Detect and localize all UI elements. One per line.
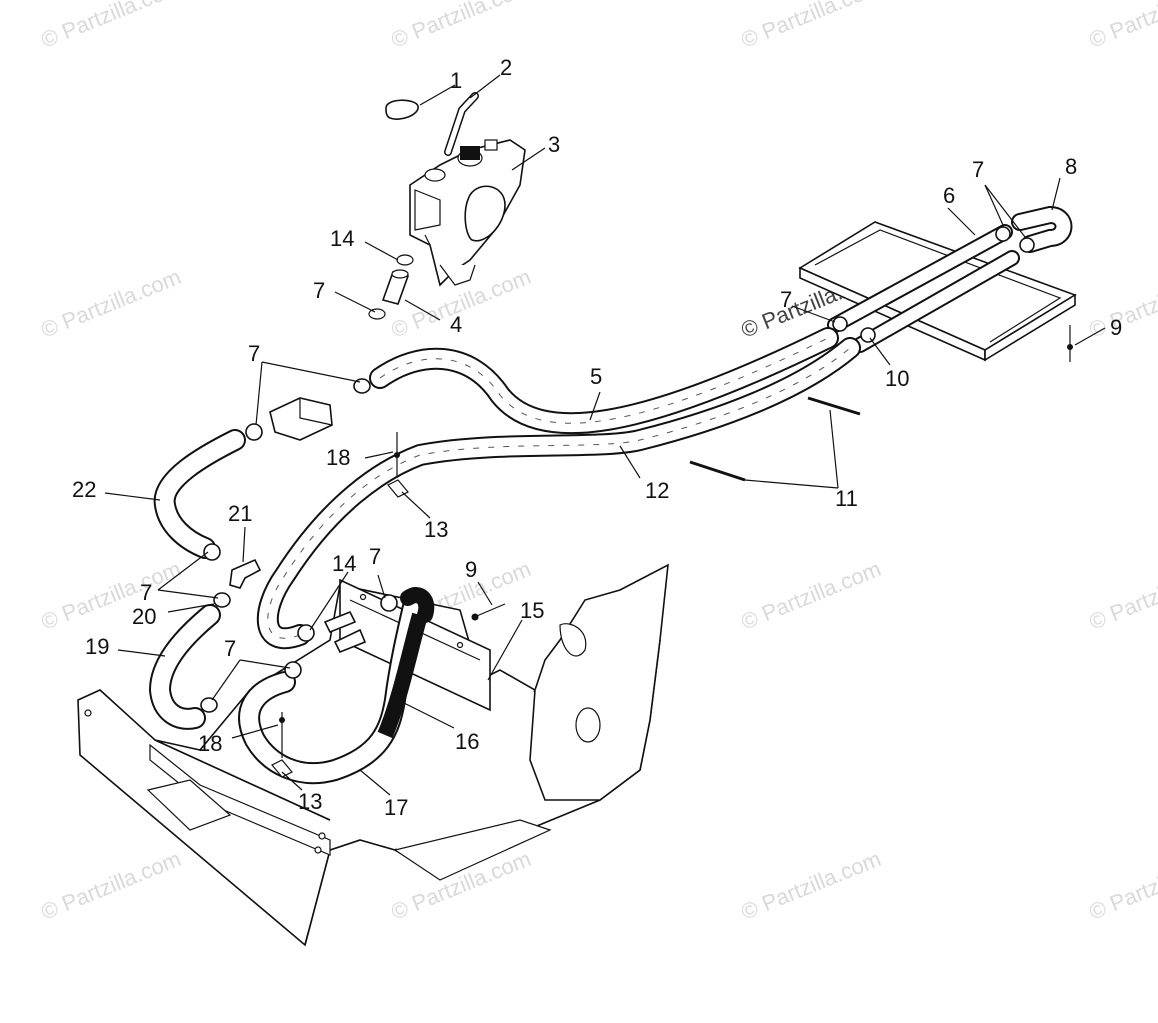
watermark: © Partzilla.com: [738, 846, 885, 925]
hose-u-bend: [1011, 205, 1073, 253]
callout-label: 5: [590, 364, 602, 389]
callout-label: 18: [198, 731, 222, 756]
reservoir-cap: [385, 99, 419, 120]
callout-label: 17: [384, 795, 408, 820]
hose-clamps: [200, 226, 1035, 713]
watermark: © Partzilla.com: [38, 556, 185, 635]
watermark: © Partzilla.com: [738, 0, 885, 53]
callout-label: 10: [885, 366, 909, 391]
callouts: 1 2 3 14 7 4 6 7 8 7 9 10 5 7 18 12 11 2…: [72, 55, 1122, 820]
leader-lines: [104, 74, 1106, 796]
callout-label: 20: [132, 604, 156, 629]
watermark: © Partzilla.com: [38, 264, 185, 343]
callout-label: 6: [943, 183, 955, 208]
callout-label: 2: [500, 55, 512, 80]
callout-label: 18: [326, 445, 350, 470]
callout-label: 7: [313, 278, 325, 303]
callout-label: 8: [1065, 154, 1077, 179]
callout-label: 9: [1110, 315, 1122, 340]
callout-label: 22: [72, 477, 96, 502]
callout-label: 11: [835, 486, 858, 511]
callout-label: 21: [228, 501, 252, 526]
callout-label: 7: [224, 636, 236, 661]
watermark: © Partzilla.com: [38, 846, 185, 925]
watermark: © Partzilla.com: [1086, 556, 1158, 635]
callout-label: 15: [520, 598, 544, 623]
callout-label: 7: [369, 544, 381, 569]
hose-5: [369, 327, 839, 435]
watermark: © Partzilla.com: [738, 556, 885, 635]
hose-22: [153, 429, 246, 559]
callout-label: 12: [645, 478, 669, 503]
callout-label: 13: [424, 517, 448, 542]
hose-12: [256, 337, 861, 650]
callout-label: 14: [332, 551, 356, 576]
short-hose: [368, 254, 414, 320]
watermark: © Partzilla.com: [1086, 0, 1158, 53]
callout-label: 7: [140, 580, 152, 605]
thermostat-housing: [269, 397, 333, 441]
callout-label: 3: [548, 132, 560, 157]
tee-fitting: [229, 558, 262, 589]
callout-label: 7: [248, 341, 260, 366]
radiator-fittings: [323, 610, 367, 654]
callout-label: 4: [450, 312, 462, 337]
callout-label: 14: [330, 226, 354, 251]
callout-label: 7: [972, 157, 984, 182]
callout-label: 1: [450, 68, 462, 93]
watermark: © Partzilla.com: [38, 0, 185, 53]
hose-17: [238, 587, 435, 785]
watermark: © Partzilla.com: [388, 0, 535, 53]
callout-label: 9: [465, 557, 477, 582]
coolant-reservoir: [409, 139, 526, 287]
callout-label: 16: [455, 729, 479, 754]
callout-label: 13: [298, 789, 322, 814]
hose-19: [148, 604, 221, 730]
heat-exchanger: [798, 221, 1077, 362]
tubes: [827, 224, 1020, 353]
watermark: © Partzilla.com: [1086, 846, 1158, 925]
callout-label: 7: [780, 287, 792, 312]
callout-label: 19: [85, 634, 109, 659]
